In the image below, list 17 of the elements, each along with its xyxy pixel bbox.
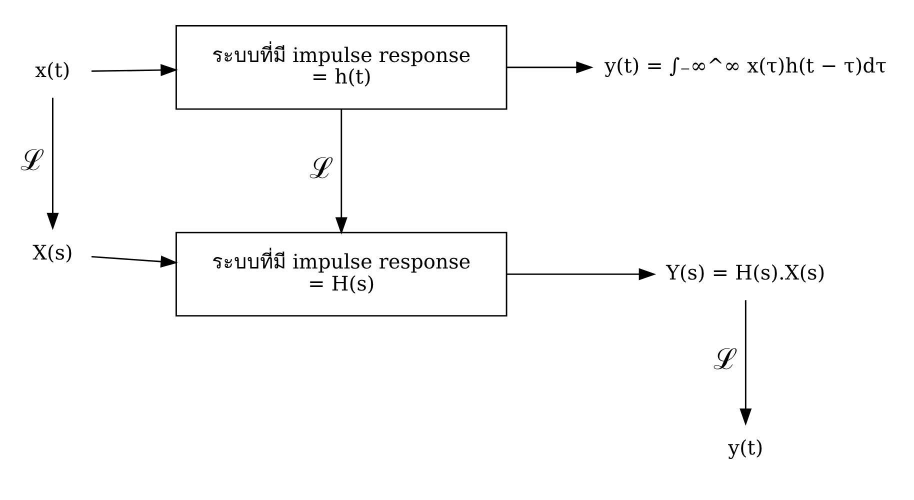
arrow: [91, 255, 178, 268]
edge-label: ℒ: [20, 142, 45, 177]
arrow: [46, 97, 59, 230]
arrow: [506, 60, 594, 73]
edge-label: ℒ: [714, 341, 738, 376]
node-text: x(t): [35, 58, 70, 82]
node-box: ระบบที่มี impulse response = H(s): [176, 231, 508, 316]
node-text: y(t): [728, 435, 764, 460]
arrow: [335, 108, 348, 234]
node-text: Y(s) = H(s).X(s): [666, 260, 826, 284]
node-text: y(t) = ∫₋∞^∞ x(τ)h(t − τ)dτ: [604, 53, 887, 78]
arrow: [740, 300, 752, 426]
arrow: [506, 268, 656, 280]
edge-label: ℒ: [309, 150, 334, 184]
node-text: X(s): [32, 240, 73, 264]
arrow: [92, 64, 178, 76]
node-box: ระบบที่มี impulse response = h(t): [176, 24, 508, 110]
